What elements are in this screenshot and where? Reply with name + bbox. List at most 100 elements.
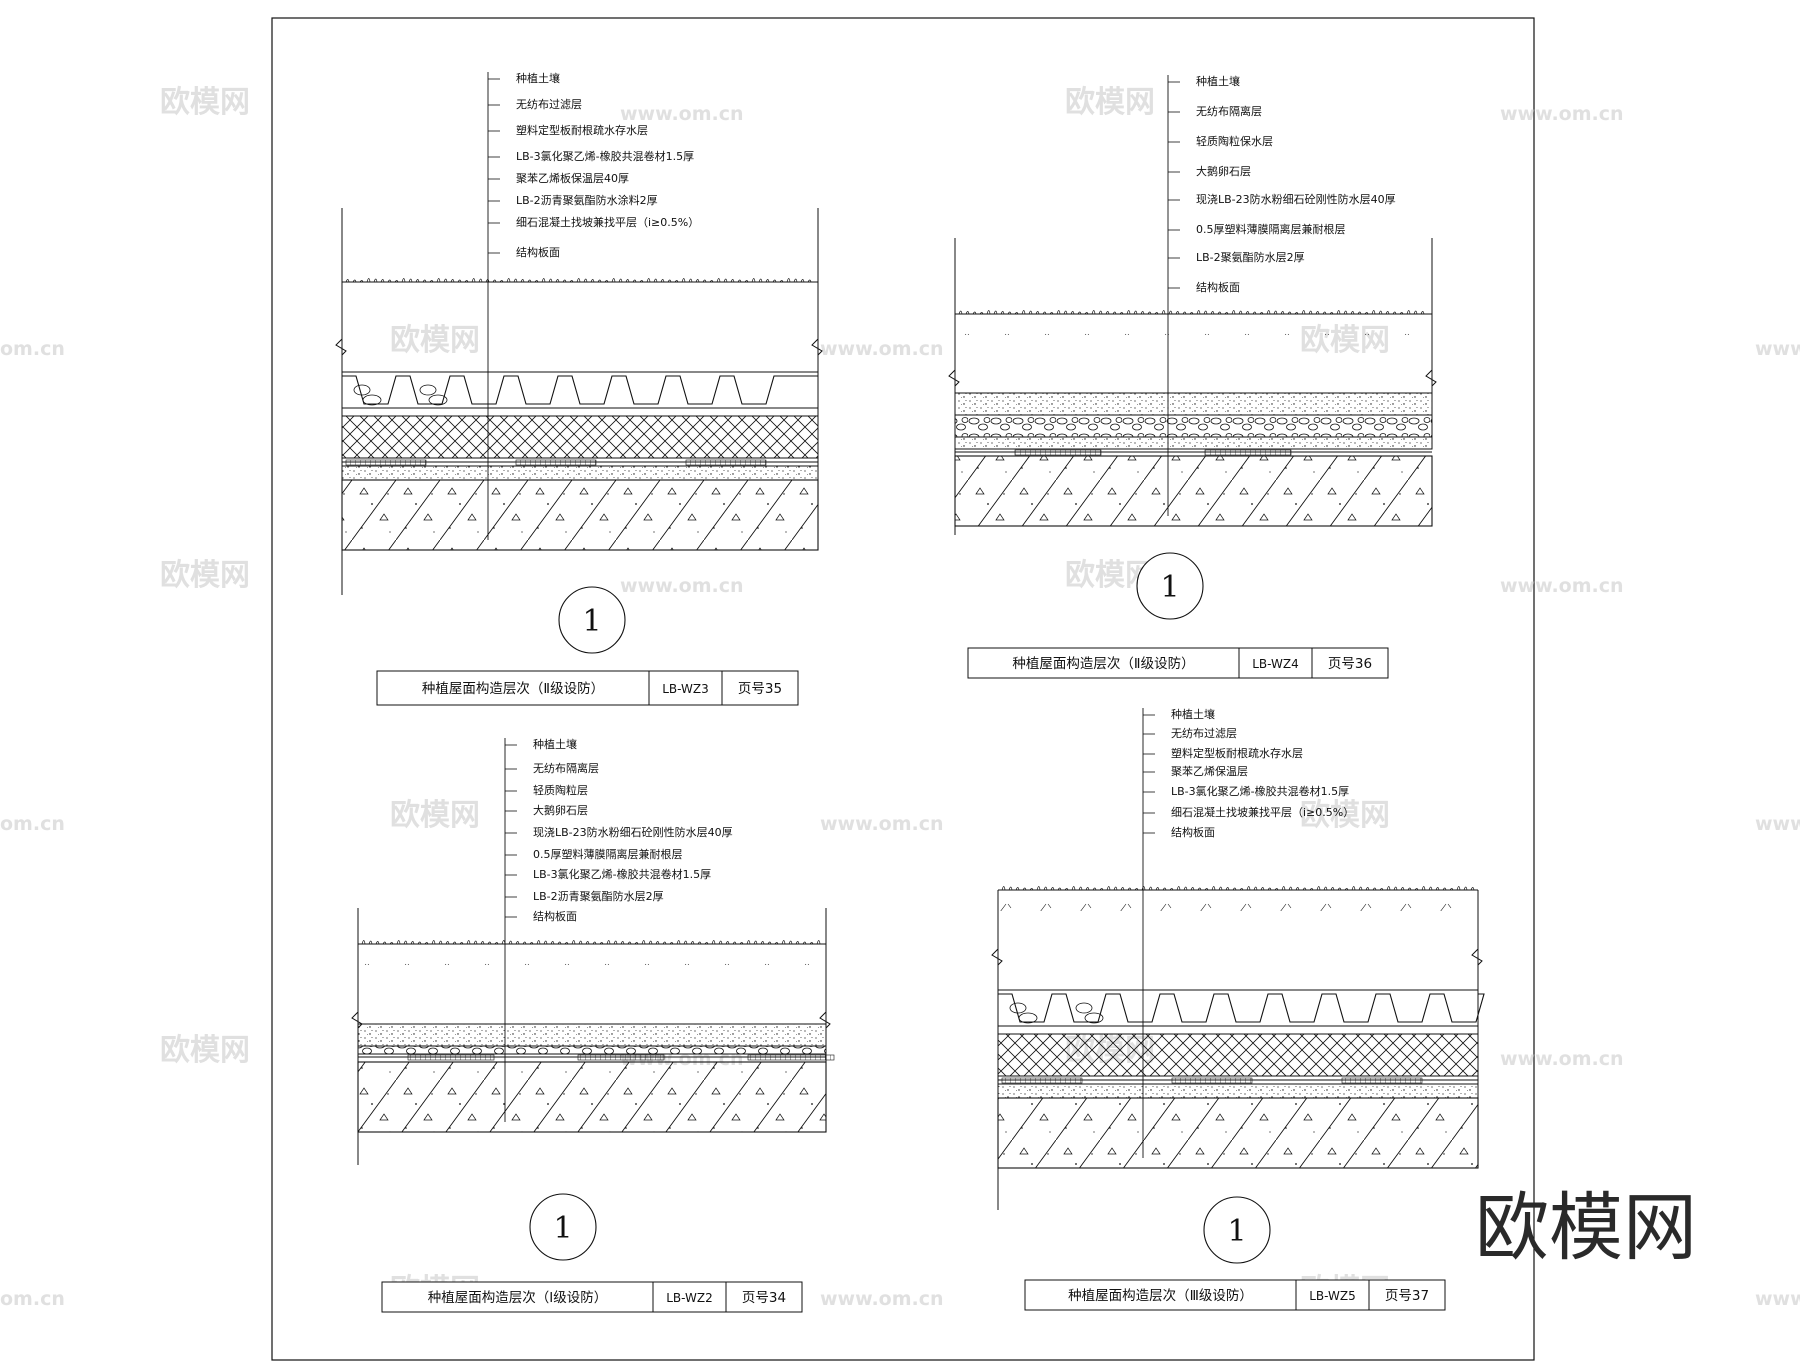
watermark-site: www.om.cn: [820, 1288, 944, 1310]
layer-label: 结构板面: [1196, 280, 1240, 294]
layer-label: 大鹅卵石层: [1196, 164, 1251, 178]
watermark-brand: 欧模网: [160, 558, 250, 593]
detail-number: 1: [553, 1211, 572, 1246]
watermark-site: www.: [1755, 338, 1800, 360]
layer-label: 无纺布隔离层: [533, 761, 599, 775]
insulation-layer: [997, 1033, 1479, 1077]
layer-label: LB-2聚氨酯防水层2厚: [1196, 250, 1305, 264]
title-box: [376, 670, 799, 706]
section-break-line: [1425, 332, 1437, 393]
watermark-site: www.om.cn: [820, 338, 944, 360]
watermark-site: om.cn: [0, 338, 65, 360]
pebble: [1075, 1002, 1093, 1014]
soil-band: [998, 891, 1478, 911]
insulation-layer: [341, 415, 819, 459]
watermark-site: www.: [1755, 1288, 1800, 1310]
detail-title: 种植屋面构造层次（Ⅱ级设防）: [1012, 656, 1194, 672]
pebble: [1009, 1002, 1027, 1014]
grass-blades: [1001, 886, 1475, 891]
pebble: [1018, 1012, 1038, 1024]
membrane-strip: [1204, 449, 1292, 456]
layer-label: 塑料定型板耐根疏水存水层: [1171, 746, 1303, 760]
section-break-line: [351, 962, 363, 1030]
sheet-border: [271, 17, 1535, 1361]
watermark-site: om.cn: [0, 1288, 65, 1310]
layer-label: 种植土壤: [1171, 707, 1215, 721]
layer-label: 种植土壤: [516, 71, 560, 85]
section-break-line: [991, 908, 1003, 990]
detail-page: 页号37: [1385, 1288, 1429, 1304]
detail-page: 页号34: [742, 1290, 786, 1306]
pebble: [1084, 1012, 1104, 1024]
layer-label: 0.5厚塑料薄膜隔离层兼耐根层: [533, 847, 683, 861]
pebble: [419, 384, 437, 396]
layer-label: 现浇LB-23防水粉细石砼刚性防水层40厚: [1196, 192, 1396, 206]
layer-label: 结构板面: [533, 909, 577, 923]
layer-label: 种植土壤: [1196, 74, 1240, 88]
layer-label: 结构板面: [516, 245, 560, 259]
layer-label: 现浇LB-23防水粉细石砼刚性防水层40厚: [533, 825, 733, 839]
watermark-site: www.om.cn: [820, 813, 944, 835]
drainage-board: [342, 375, 818, 405]
section-break-line: [335, 300, 347, 372]
layer-label: 轻质陶粒层: [533, 783, 588, 797]
layer-label: LB-3氯化聚乙烯-橡胶共混卷材1.5厚: [516, 149, 694, 163]
watermark-site: www.om.cn: [620, 103, 744, 125]
layer-label: 细石混凝土找坡兼找平层（i≥0.5%）: [516, 215, 699, 229]
layer-label: 种植土壤: [533, 737, 577, 751]
layer-label: 塑料定型板耐根疏水存水层: [516, 123, 648, 137]
watermark-layer: 欧模网欧模网欧模网欧模网欧模网欧模网欧模网欧模网欧模网欧模网欧模网欧模网www.…: [0, 85, 1800, 1310]
brand-logo: 欧模网: [1475, 1185, 1697, 1271]
detail-number: 1: [582, 604, 601, 639]
watermark-site: www.: [1755, 813, 1800, 835]
membrane-strip: [515, 459, 597, 466]
grass-blades: [345, 278, 812, 283]
soil-band: [342, 283, 818, 303]
membrane-strip: [345, 459, 427, 466]
pebble: [362, 394, 382, 406]
structural-slab: [997, 1097, 1479, 1169]
screed-layer: [997, 1083, 1479, 1099]
layer-label: LB-2沥青聚氨酯防水涂料2厚: [516, 193, 658, 207]
rigid-layer: [954, 392, 1433, 416]
section-break-line: [819, 962, 831, 1030]
soil-band: [358, 945, 826, 965]
detail-lb-wz2: 种植土壤无纺布隔离层轻质陶粒层大鹅卵石层现浇LB-23防水粉细石砼刚性防水层40…: [351, 737, 835, 1313]
watermark-site: www.om.cn: [1500, 103, 1624, 125]
drainage-board: [998, 993, 1485, 1023]
layer-label: 聚苯乙烯保温层: [1171, 764, 1248, 778]
layer-label: 轻质陶粒保水层: [1196, 134, 1273, 148]
watermark-site: www.om.cn: [1500, 575, 1624, 597]
structural-slab: [357, 1061, 827, 1133]
layer-label: LB-3氯化聚乙烯-橡胶共混卷材1.5厚: [1171, 784, 1349, 798]
ceramsite-layer: [954, 436, 1433, 450]
watermark-brand: 欧模网: [1300, 798, 1390, 833]
pebble-layer: [954, 414, 1433, 438]
section-break-line: [948, 332, 960, 393]
detail-code: LB-WZ4: [1252, 657, 1298, 671]
membrane-strip: [1001, 1077, 1083, 1084]
grass-blades: [361, 940, 821, 945]
watermark-brand: 欧模网: [160, 85, 250, 120]
title-box: [967, 647, 1389, 679]
rigid-layer: [357, 1023, 827, 1047]
detail-code: LB-WZ2: [666, 1291, 712, 1305]
detail-title: 种植屋面构造层次（Ⅱ级设防）: [422, 681, 604, 697]
membrane-strip: [1014, 449, 1102, 456]
layer-label: 无纺布隔离层: [1196, 104, 1262, 118]
membrane-strip: [1341, 1077, 1423, 1084]
layer-label: LB-2沥青聚氨酯防水层2厚: [533, 889, 664, 903]
detail-code: LB-WZ5: [1309, 1289, 1355, 1303]
layer-label: 聚苯乙烯板保温层40厚: [516, 171, 629, 185]
layer-label: 无纺布过滤层: [516, 97, 582, 111]
watermark-brand: 欧模网: [390, 798, 480, 833]
detail-bubble: [1203, 1196, 1271, 1264]
detail-lb-wz5: 种植土壤无纺布过滤层塑料定型板耐根疏水存水层聚苯乙烯保温层LB-3氯化聚乙烯-橡…: [991, 707, 1485, 1311]
detail-title: 种植屋面构造层次（Ⅰ级设防）: [428, 1290, 607, 1306]
title-box: [381, 1281, 803, 1313]
pebble: [428, 394, 448, 406]
structural-slab: [341, 479, 819, 551]
layer-label: LB-3氯化聚乙烯-橡胶共混卷材1.5厚: [533, 867, 711, 881]
